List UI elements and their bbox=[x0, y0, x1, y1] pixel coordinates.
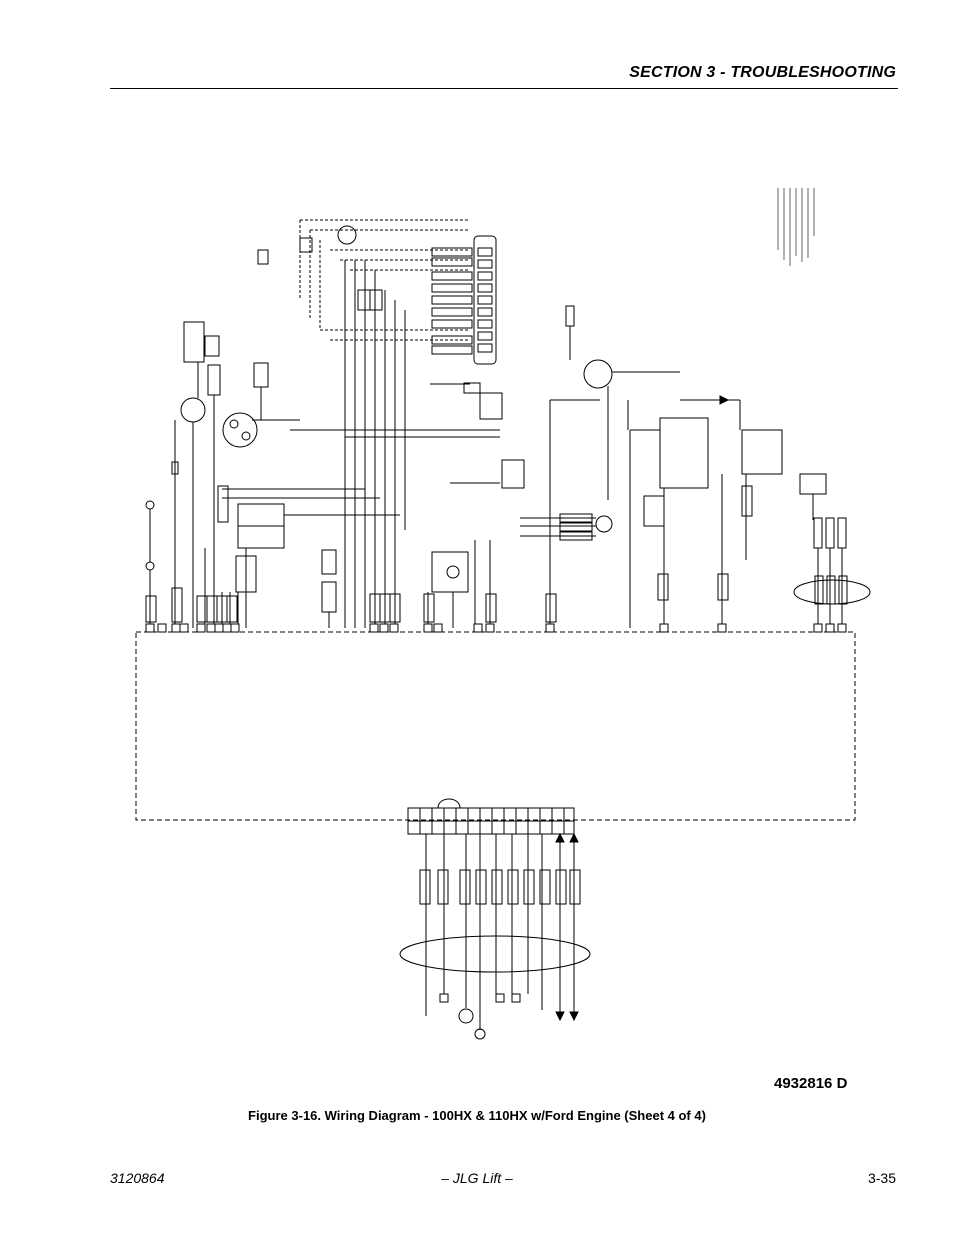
publisher-label: – JLG Lift – bbox=[441, 1170, 513, 1186]
drawing-number: 4932816 D bbox=[774, 1075, 848, 1092]
header-rule bbox=[110, 88, 898, 89]
document-number: 3120864 bbox=[110, 1170, 165, 1186]
section-title: SECTION 3 - TROUBLESHOOTING bbox=[629, 64, 896, 81]
figure-caption: Figure 3-16. Wiring Diagram - 100HX & 11… bbox=[248, 1108, 706, 1123]
page-number: 3-35 bbox=[867, 1170, 896, 1186]
